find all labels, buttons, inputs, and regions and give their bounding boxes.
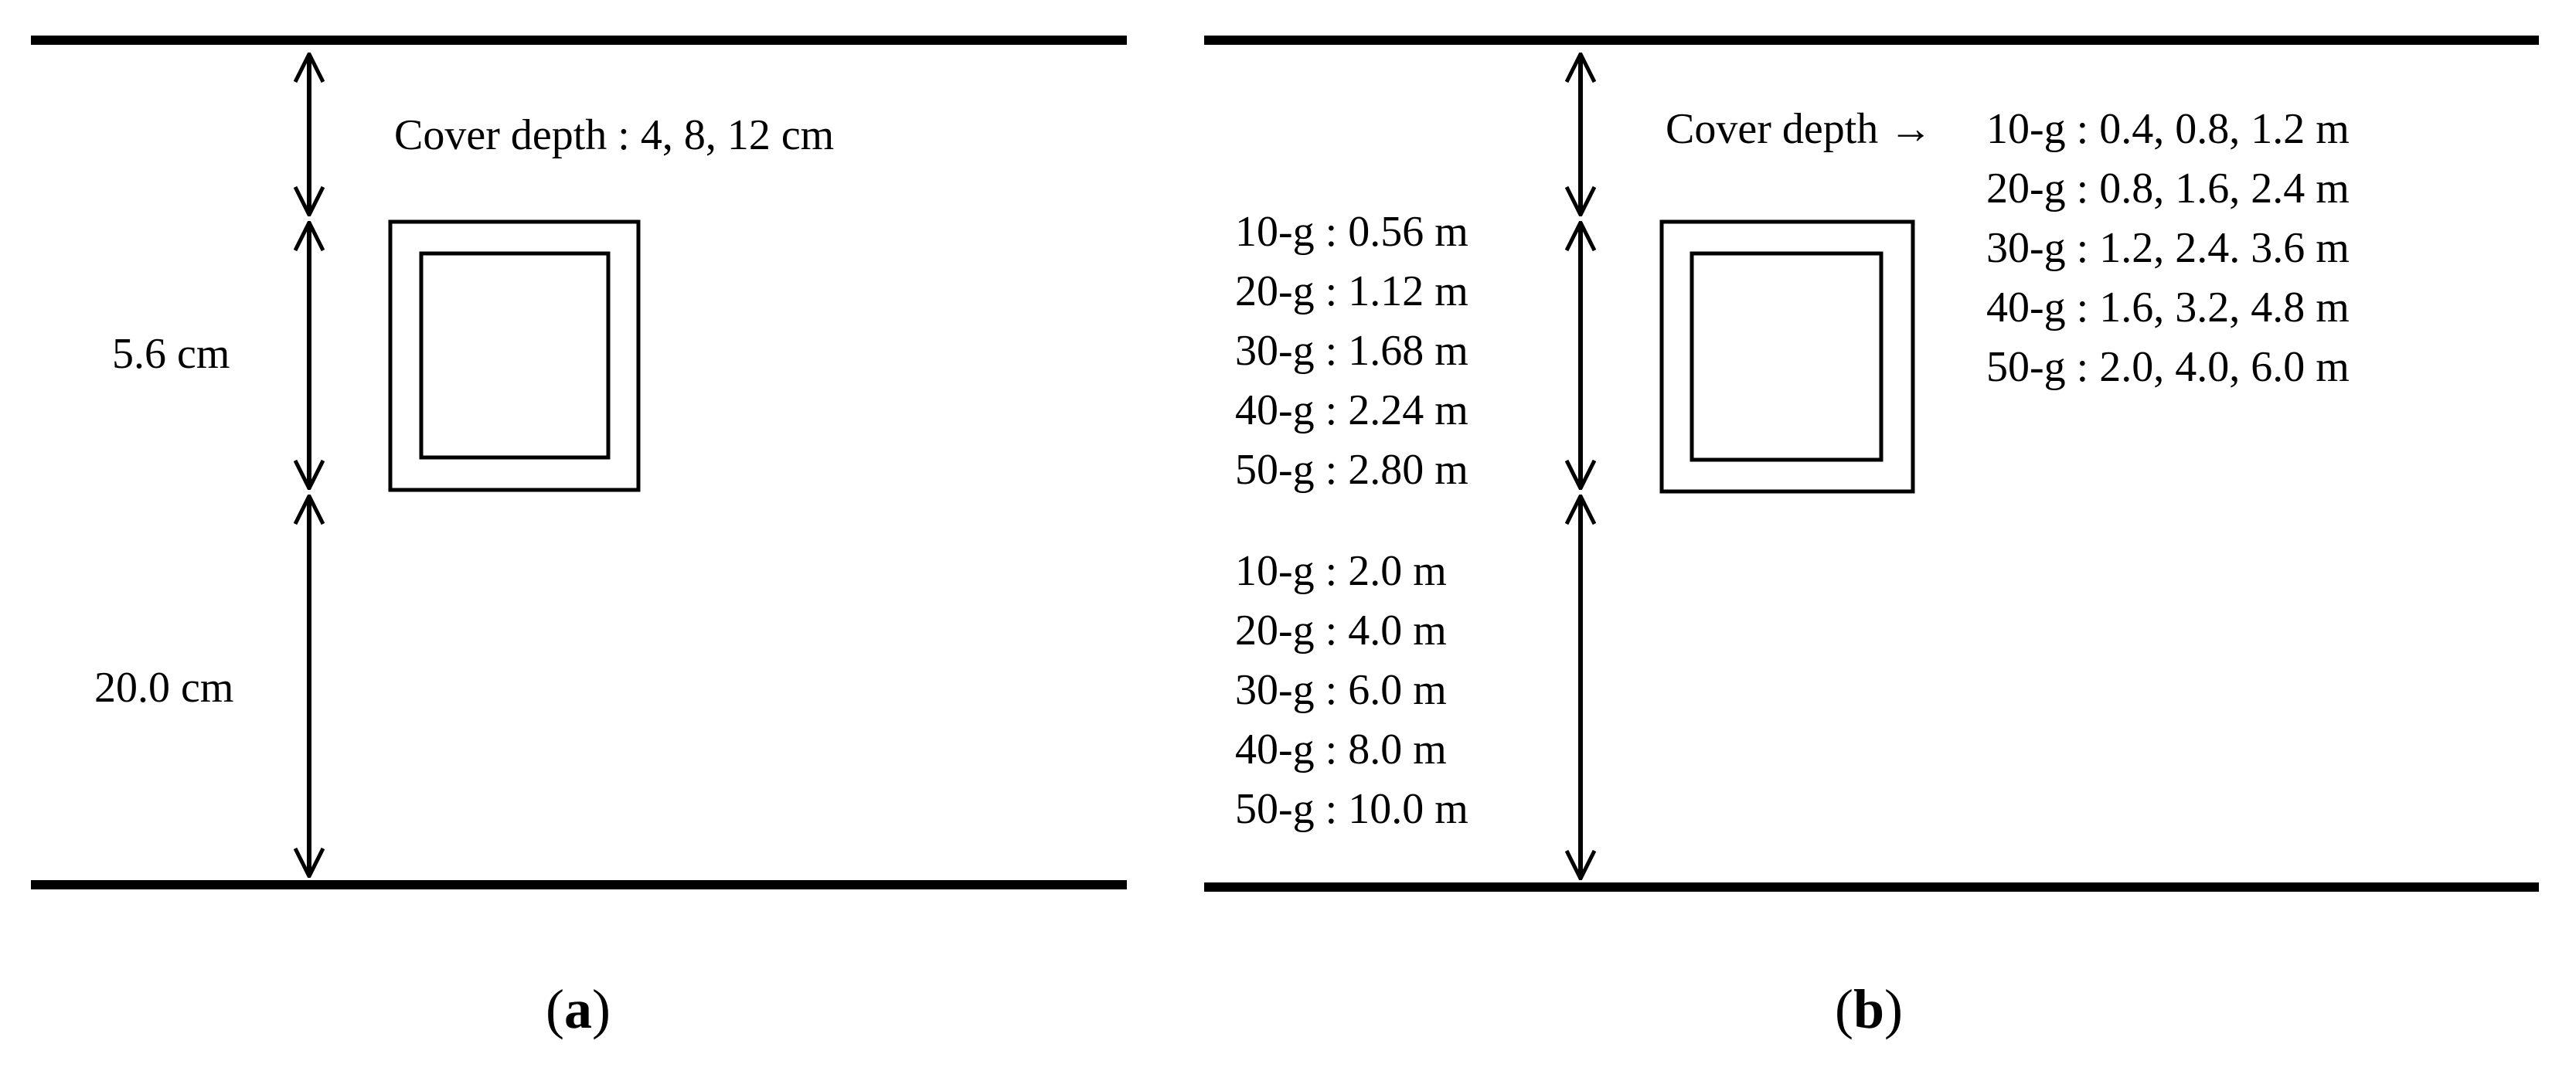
lower-depth-value: 20-g : 4.0 m [1235,607,1447,654]
box-structure-outer [388,219,641,492]
box-structure-inner [419,251,611,460]
caption-b-close: ) [1884,978,1903,1040]
box-structure-inner [1690,251,1884,462]
box-structure-outer [1659,219,1915,494]
lower-depth-value: 30-g : 6.0 m [1235,666,1447,714]
caption-b-letter: b [1853,978,1884,1040]
box-height-value: 30-g : 1.68 m [1235,327,1468,375]
lower-depth-value: 50-g : 10.0 m [1235,785,1468,833]
cover-depth-value: 20-g : 0.8, 1.6, 2.4 m [1986,165,2350,212]
cover-depth-value: 40-g : 1.6, 3.2, 4.8 m [1986,284,2350,332]
panel-a: Cover depth : 4, 8, 12 cm 5.6 cm 20.0 cm… [31,36,1127,1040]
caption-a-letter: a [564,978,592,1040]
caption-a: (a) [546,978,611,1040]
box-height-label: 5.6 cm [112,330,230,378]
panel-b: Cover depth → 10-g : 0.4, 0.8, 1.2 m 20-… [1204,36,2539,1040]
cover-depth-value: 50-g : 2.0, 4.0, 6.0 m [1986,343,2350,391]
box-height-value: 10-g : 0.56 m [1235,208,1468,256]
box-height-value: 40-g : 2.24 m [1235,386,1468,434]
caption-b: (b) [1835,978,1903,1040]
cover-depth-label: Cover depth : 4, 8, 12 cm [394,111,834,159]
caption-a-open: ( [546,978,564,1040]
lower-depth-label: 20.0 cm [94,664,233,712]
cover-depth-value: 10-g : 0.4, 0.8, 1.2 m [1986,105,2350,153]
box-height-value: 20-g : 1.12 m [1235,267,1468,315]
caption-b-open: ( [1835,978,1853,1040]
cover-depth-label: Cover depth → [1666,105,1932,153]
cover-depth-value: 30-g : 1.2, 2.4. 3.6 m [1986,224,2350,272]
box-height-value: 50-g : 2.80 m [1235,446,1468,494]
caption-a-close: ) [592,978,611,1040]
lower-depth-value: 10-g : 2.0 m [1235,547,1447,595]
lower-depth-value: 40-g : 8.0 m [1235,726,1447,774]
